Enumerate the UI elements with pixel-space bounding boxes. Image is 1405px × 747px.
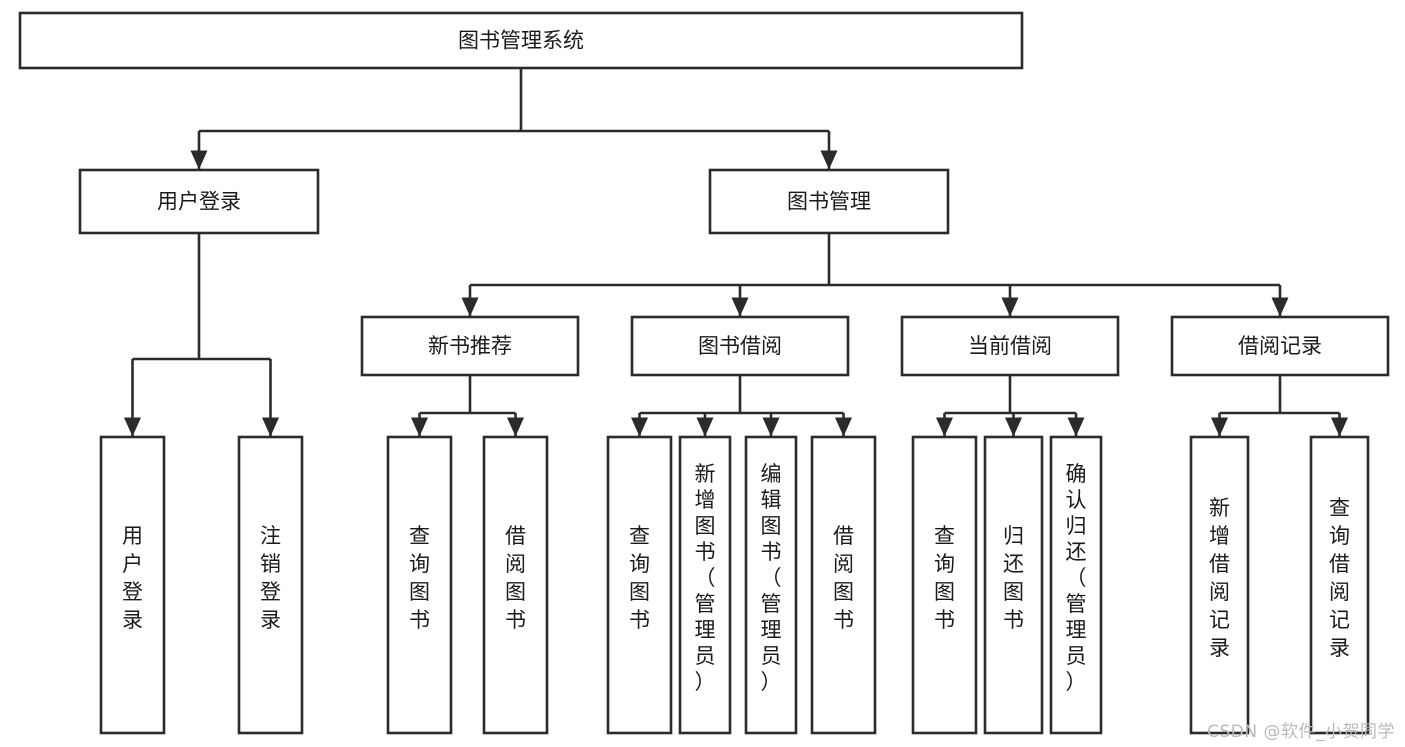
arrow-head [1067, 417, 1085, 437]
node-book-manage[interactable]: 图书管理 [708, 168, 950, 235]
node-label-user-login: 用户登录 [157, 190, 241, 214]
node-box-root [18, 11, 1024, 70]
arrow-head [124, 417, 141, 437]
node-borrow-record[interactable]: 借阅记录 [1170, 315, 1390, 377]
node-box-book-manage [708, 168, 950, 235]
node-box-leaf-edit-book [744, 435, 798, 735]
node-box-new-book-recommend [360, 315, 580, 377]
arrow-head [1331, 417, 1348, 437]
node-box-leaf-return-book [983, 435, 1044, 735]
node-box-leaf-query-record [1309, 435, 1370, 735]
node-label-leaf-borrow-book-1: 借阅图书 [505, 524, 526, 632]
node-label-leaf-query-book-2: 查询图书 [629, 524, 650, 632]
node-label-leaf-user-login: 用户登录 [122, 524, 143, 632]
node-box-leaf-user-login [99, 435, 166, 735]
node-leaf-user-login[interactable]: 用户登录 [99, 435, 166, 735]
node-label-leaf-query-book-3: 查询图书 [934, 524, 955, 632]
node-book-borrow[interactable]: 图书借阅 [630, 315, 850, 377]
node-leaf-query-book-3[interactable]: 查询图书 [911, 435, 978, 735]
node-leaf-add-book[interactable]: 新增图书（管理员） [678, 435, 732, 735]
node-box-leaf-borrow-book-2 [810, 435, 877, 735]
node-box-leaf-user-logout [237, 435, 304, 735]
node-leaf-user-logout[interactable]: 注销登录 [237, 435, 304, 735]
edge-group-root [190, 68, 838, 170]
node-label-new-book-recommend: 新书推荐 [428, 334, 512, 358]
node-leaf-confirm-return[interactable]: 确认归还（管理员） [1049, 435, 1103, 735]
node-label-root: 图书管理系统 [458, 29, 584, 53]
node-leaf-borrow-book-1[interactable]: 借阅图书 [482, 435, 549, 735]
arrow-head [461, 297, 479, 317]
edge-group-user-login [124, 233, 279, 437]
node-box-book-borrow [630, 315, 850, 377]
node-box-leaf-add-record [1189, 435, 1250, 735]
node-label-leaf-add-book: 新增图书（管理员） [695, 462, 716, 694]
arrow-head [835, 417, 852, 437]
node-label-leaf-edit-book: 编辑图书（管理员） [761, 462, 782, 694]
arrow-head [696, 417, 714, 437]
arrow-head [1001, 297, 1019, 317]
node-label-leaf-return-book: 归还图书 [1003, 524, 1024, 632]
node-box-leaf-query-book-3 [911, 435, 978, 735]
arrow-head [762, 417, 780, 437]
arrow-head [1211, 417, 1228, 437]
node-label-leaf-confirm-return: 确认归还（管理员） [1066, 462, 1087, 694]
node-label-leaf-query-book-1: 查询图书 [409, 524, 430, 632]
node-leaf-query-book-1[interactable]: 查询图书 [386, 435, 453, 735]
edge-group-borrow-record [1211, 375, 1348, 437]
node-user-login[interactable]: 用户登录 [78, 168, 320, 235]
connector-layer [124, 68, 1348, 437]
arrow-head [731, 297, 749, 317]
arrow-head [1271, 297, 1289, 317]
node-new-book-recommend[interactable]: 新书推荐 [360, 315, 580, 377]
edge-group-book-manage [461, 233, 1289, 317]
node-label-leaf-query-record: 查询借阅记录 [1329, 496, 1350, 660]
node-box-leaf-query-book-2 [606, 435, 673, 735]
arrow-head [262, 417, 279, 437]
node-box-leaf-confirm-return [1049, 435, 1103, 735]
node-leaf-borrow-book-2[interactable]: 借阅图书 [810, 435, 877, 735]
arrow-head [936, 417, 953, 437]
arrow-head [507, 417, 524, 437]
edge-group-new-book-recommend [411, 375, 524, 437]
node-current-borrow[interactable]: 当前借阅 [900, 315, 1120, 377]
node-leaf-return-book[interactable]: 归还图书 [983, 435, 1044, 735]
node-label-borrow-record: 借阅记录 [1238, 334, 1322, 358]
node-label-leaf-user-logout: 注销登录 [260, 524, 281, 632]
node-layer: 图书管理系统用户登录图书管理新书推荐图书借阅当前借阅借阅记录用户登录注销登录查询… [18, 11, 1390, 735]
node-box-leaf-add-book [678, 435, 732, 735]
edge-group-book-borrow [631, 375, 852, 437]
node-box-leaf-borrow-book-1 [482, 435, 549, 735]
arrow-head [631, 417, 648, 437]
arrow-head [190, 150, 208, 170]
node-leaf-query-record[interactable]: 查询借阅记录 [1309, 435, 1370, 735]
arrow-head [820, 150, 838, 170]
node-leaf-edit-book[interactable]: 编辑图书（管理员） [744, 435, 798, 735]
node-root[interactable]: 图书管理系统 [18, 11, 1024, 70]
edge-group-current-borrow [936, 375, 1085, 437]
node-box-current-borrow [900, 315, 1120, 377]
arrow-head [1005, 417, 1022, 437]
node-box-user-login [78, 168, 320, 235]
node-box-borrow-record [1170, 315, 1390, 377]
node-box-leaf-query-book-1 [386, 435, 453, 735]
node-label-book-borrow: 图书借阅 [698, 334, 782, 358]
node-leaf-add-record[interactable]: 新增借阅记录 [1189, 435, 1250, 735]
node-label-leaf-add-record: 新增借阅记录 [1209, 496, 1230, 660]
node-label-current-borrow: 当前借阅 [968, 334, 1052, 358]
node-label-leaf-borrow-book-2: 借阅图书 [833, 524, 854, 632]
node-leaf-query-book-2[interactable]: 查询图书 [606, 435, 673, 735]
node-label-book-manage: 图书管理 [787, 190, 871, 214]
arrow-head [411, 417, 428, 437]
